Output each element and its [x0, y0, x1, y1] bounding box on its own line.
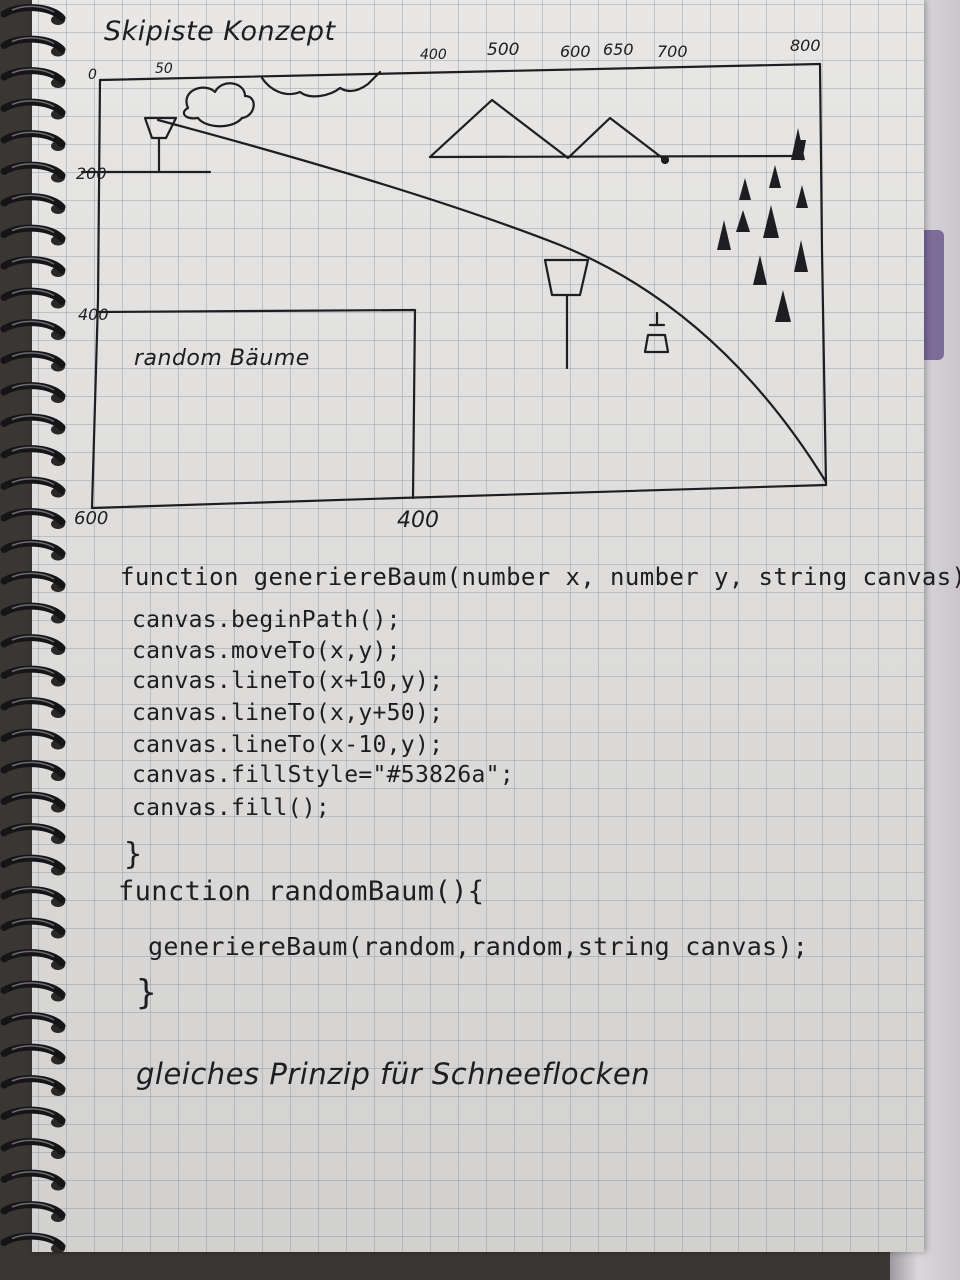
- frame-left: [90, 78, 102, 510]
- spiral-ring: [0, 602, 66, 624]
- y-tick: 200: [76, 164, 107, 183]
- spiral-ring: [0, 980, 66, 1002]
- spiral-ring: [0, 697, 66, 718]
- x-tick: 700: [657, 42, 688, 61]
- spiral-ring: [0, 949, 66, 970]
- spiral-ring: [0, 98, 66, 120]
- code-line: canvas.fill();: [132, 795, 331, 821]
- spiral-ring: [0, 161, 66, 183]
- tree-area-label: random Bäume: [134, 346, 310, 371]
- spiral-ring: [0, 823, 66, 844]
- lift-tower-left: [143, 116, 178, 174]
- cloud-1: [182, 82, 255, 128]
- spiral-ring: [0, 760, 66, 781]
- spiral-ring: [0, 4, 66, 25]
- spiral-ring: [0, 413, 66, 435]
- spiral-ring: [0, 476, 66, 498]
- code-line: }: [136, 973, 157, 1013]
- spiral-ring: [0, 1201, 66, 1222]
- spiral-ring: [0, 1169, 66, 1191]
- code-line: canvas.moveTo(x,y);: [132, 638, 401, 664]
- frame-bottom: [90, 483, 828, 510]
- page-title: Skipiste Konzept: [104, 16, 336, 47]
- spiral-ring: [0, 571, 66, 592]
- code-line: generiereBaum(random,random,string canva…: [148, 932, 809, 961]
- spiral-ring: [0, 130, 66, 151]
- code-line: function randomBaum(){: [118, 876, 485, 907]
- spiral-ring: [0, 854, 66, 876]
- spiral-ring: [0, 665, 66, 687]
- mountains: [428, 98, 667, 162]
- y-tick: 600: [74, 508, 109, 529]
- spiral-ring: [0, 382, 66, 403]
- spiral-ring: [0, 1012, 66, 1033]
- code-line: canvas.beginPath();: [132, 607, 401, 633]
- code-line: function generiereBaum(number x, number …: [120, 563, 960, 591]
- y-tick: 0: [88, 67, 97, 83]
- spiral-ring: [0, 634, 66, 655]
- spiral-ring: [0, 256, 66, 277]
- y-tick: 400: [78, 305, 109, 324]
- bottom-tick: 400: [397, 508, 439, 533]
- x-tick: 800: [790, 36, 821, 55]
- x-tick: 400: [420, 47, 447, 63]
- spiral-ring: [0, 224, 66, 246]
- trees: [717, 128, 808, 322]
- spiral-ring: [0, 319, 66, 340]
- spiral-ring: [0, 508, 66, 529]
- frame-right: [818, 62, 828, 487]
- tree-area-box: [96, 308, 417, 500]
- spiral-ring: [0, 35, 66, 57]
- horizon-right: [428, 154, 802, 159]
- note-line: gleiches Prinzip für Schneeflocken: [136, 1057, 651, 1091]
- spiral-ring: [0, 728, 66, 750]
- lift-tower-right: [543, 258, 590, 370]
- x-tick: 500: [487, 40, 520, 60]
- x-tick: 50: [155, 61, 173, 77]
- code-line: canvas.lineTo(x-10,y);: [132, 732, 444, 758]
- spiral-ring: [0, 886, 66, 907]
- spiral-ring: [0, 791, 66, 813]
- spiral-ring: [0, 67, 66, 88]
- spiral-ring: [0, 539, 66, 561]
- cloud-2: [260, 70, 382, 98]
- spiral-ring: [0, 193, 66, 214]
- spiral-ring: [0, 1138, 66, 1159]
- frame-top: [98, 62, 822, 82]
- spiral-ring: [0, 917, 66, 939]
- code-line: canvas.lineTo(x,y+50);: [132, 700, 444, 726]
- notebook-page: [32, 0, 924, 1252]
- slope-line: [156, 118, 828, 484]
- spiral-ring: [0, 350, 66, 372]
- spiral-ring: [0, 1106, 66, 1128]
- spiral-ring: [0, 1075, 66, 1096]
- spiral-ring: [0, 287, 66, 309]
- gondola: [643, 311, 670, 354]
- code-line: canvas.lineTo(x+10,y);: [132, 668, 444, 694]
- code-line: canvas.fillStyle="#53826a";: [132, 762, 514, 788]
- spiral-ring: [0, 1232, 66, 1254]
- spiral-ring: [0, 445, 66, 466]
- x-tick: 650: [603, 40, 634, 59]
- spiral-binding: [0, 4, 66, 1254]
- spiral-ring: [0, 1043, 66, 1065]
- x-tick: 600: [560, 42, 591, 61]
- code-line: }: [124, 837, 143, 872]
